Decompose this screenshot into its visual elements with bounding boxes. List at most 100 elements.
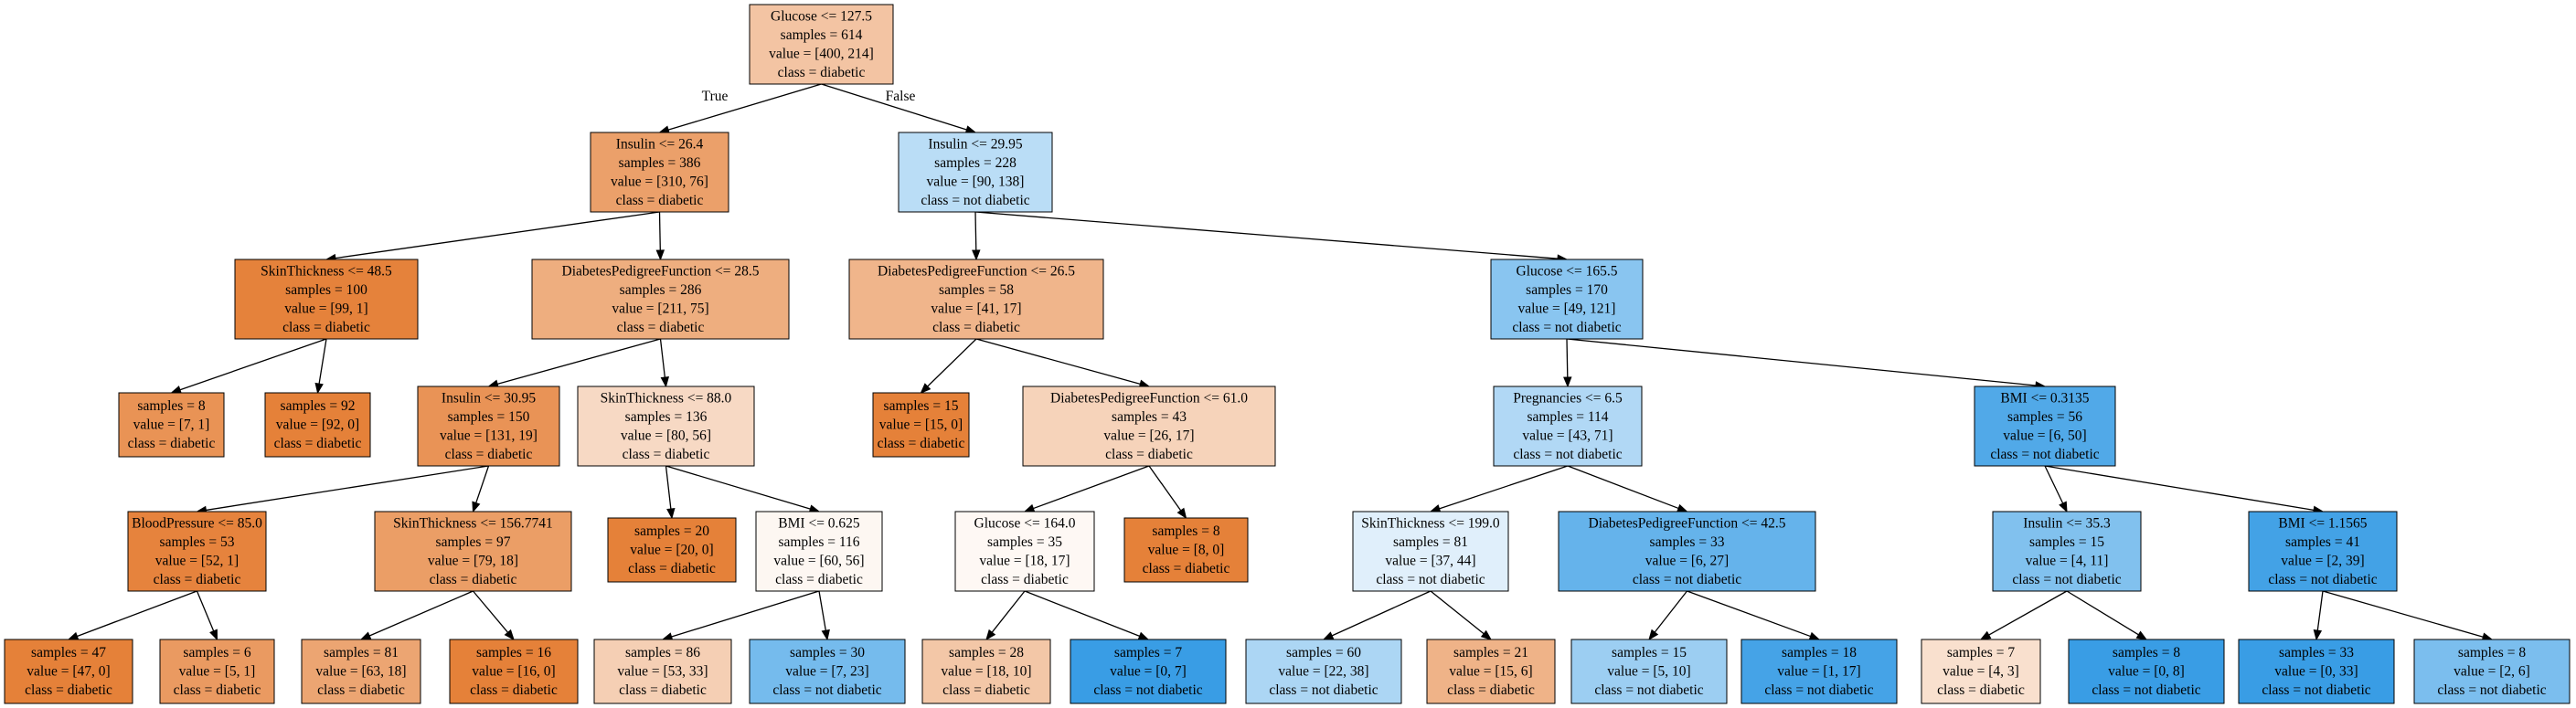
node-condition: BMI <= 1.1565 xyxy=(2278,515,2367,531)
node-samples: samples = 136 xyxy=(625,409,708,425)
node-samples: samples = 7 xyxy=(1947,645,2015,660)
arrowhead xyxy=(2313,629,2323,641)
edge-line xyxy=(927,338,977,387)
node-box xyxy=(1921,639,2041,704)
tree-edge-6-13 xyxy=(1563,338,1572,388)
tree-edge-0-2: False xyxy=(821,83,977,134)
node-samples: samples = 58 xyxy=(939,282,1014,298)
node-class: class = not diabetic xyxy=(921,193,1029,208)
tree-edge-4-9 xyxy=(487,338,661,388)
node-class: class = not diabetic xyxy=(1376,572,1485,587)
tree-edge-23-38 xyxy=(2066,590,2148,640)
node-class: class = not diabetic xyxy=(2268,572,2377,587)
arrowhead xyxy=(660,376,670,388)
node-box xyxy=(1022,386,1276,467)
arrowhead xyxy=(972,249,981,261)
tree-edge-15-26 xyxy=(196,590,218,641)
node-samples: samples = 16 xyxy=(476,645,551,660)
node-samples: samples = 33 xyxy=(2279,645,2354,660)
node-samples: samples = 18 xyxy=(1782,645,1857,660)
tree-edge-18-30 xyxy=(818,590,830,641)
node-value: value = [53, 33] xyxy=(617,664,708,680)
arrowhead xyxy=(920,383,931,394)
node-condition: DiabetesPedigreeFunction <= 26.5 xyxy=(878,263,1075,279)
node-samples: samples = 8 xyxy=(137,398,205,414)
node-samples: samples = 53 xyxy=(160,534,235,550)
node-value: value = [0, 7] xyxy=(1110,664,1187,680)
node-value: value = [49, 121] xyxy=(1518,301,1616,316)
node-condition: DiabetesPedigreeFunction <= 28.5 xyxy=(562,263,760,279)
tree-edge-6-14 xyxy=(1566,338,2047,390)
edge-line xyxy=(2316,590,2324,631)
node-samples: samples = 35 xyxy=(987,534,1062,550)
edge-line xyxy=(1654,590,1688,633)
node-class: class = diabetic xyxy=(932,320,1020,335)
arrowhead xyxy=(1176,507,1187,520)
node-box xyxy=(1426,639,1556,704)
tree-edge-24-40 xyxy=(2322,590,2494,641)
node-class: class = diabetic xyxy=(154,572,241,587)
tree-edge-12-19 xyxy=(1023,465,1150,513)
node-class: class = diabetic xyxy=(981,572,1069,587)
node-box xyxy=(954,511,1095,592)
tree-edge-12-20 xyxy=(1148,465,1187,520)
node-condition: Insulin <= 29.95 xyxy=(928,136,1022,152)
node-class: class = diabetic xyxy=(274,436,362,451)
node-box xyxy=(872,392,970,458)
node-box xyxy=(848,259,1104,340)
arrowhead xyxy=(1676,503,1688,513)
node-class: class = not diabetic xyxy=(2437,682,2546,698)
arrowhead xyxy=(67,631,80,640)
edge-line xyxy=(665,465,811,510)
node-value: value = [18, 17] xyxy=(979,553,1070,568)
node-samples: samples = 15 xyxy=(1612,645,1687,660)
node-class: class = diabetic xyxy=(1937,682,2025,698)
edge-line xyxy=(1148,465,1182,512)
tree-edge-3-8 xyxy=(314,338,327,395)
tree-edge-2-5 xyxy=(972,211,981,261)
node-value: value = [2, 39] xyxy=(2281,553,2364,568)
node-samples: samples = 15 xyxy=(884,398,959,414)
node-condition: DiabetesPedigreeFunction <= 61.0 xyxy=(1050,390,1248,406)
node-box xyxy=(1740,639,1898,704)
node-samples: samples = 60 xyxy=(1286,645,1361,660)
arrowhead xyxy=(1322,631,1335,640)
edge-line xyxy=(1566,338,2037,386)
arrowhead xyxy=(209,629,218,641)
edge-line xyxy=(2044,465,2064,504)
edge-line xyxy=(991,590,1026,633)
tree-edge-9-16 xyxy=(472,465,490,513)
node-value: value = [310, 76] xyxy=(611,174,708,189)
node-value: value = [37, 44] xyxy=(1385,553,1475,568)
tree-edge-9-15 xyxy=(196,465,489,515)
node-box xyxy=(159,639,275,704)
node-samples: samples = 100 xyxy=(285,282,367,298)
node-condition: Glucose <= 127.5 xyxy=(771,8,872,24)
node-value: value = [400, 214] xyxy=(769,46,874,61)
node-samples: samples = 81 xyxy=(1393,534,1468,550)
node-value: value = [211, 75] xyxy=(612,301,708,316)
edge-line xyxy=(1566,338,1569,378)
node-box xyxy=(234,259,419,340)
tree-edge-13-22 xyxy=(1567,465,1688,513)
node-class: class = diabetic xyxy=(623,447,710,462)
node-class: class = not diabetic xyxy=(2012,572,2121,587)
node-class: class = not diabetic xyxy=(2262,682,2370,698)
node-class: class = not diabetic xyxy=(772,682,881,698)
node-box xyxy=(4,639,133,704)
edge-line xyxy=(671,590,820,638)
node-class: class = diabetic xyxy=(778,65,866,80)
node-condition: SkinThickness <= 199.0 xyxy=(1361,515,1500,531)
